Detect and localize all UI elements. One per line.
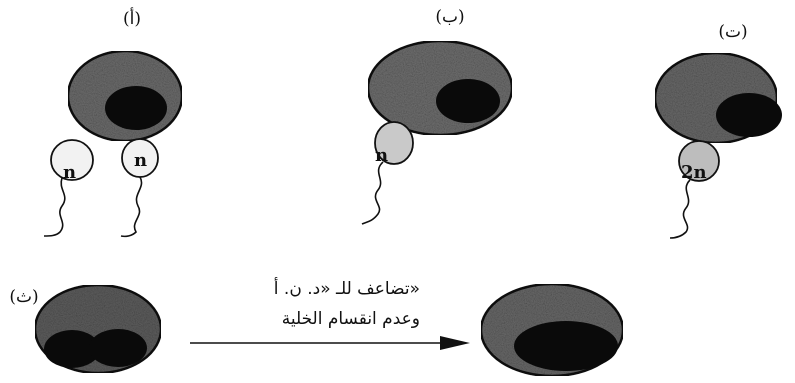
gamete-t-label: 2n xyxy=(681,162,707,183)
arrow-text-line1: تضاعف للـ «د. ن. أ» xyxy=(274,277,420,299)
gamete-a-right-label: n xyxy=(134,150,147,171)
nucleus-th-merged xyxy=(514,321,618,371)
flagellum-t xyxy=(669,179,691,239)
nucleus-a xyxy=(105,86,167,130)
arrow-head xyxy=(440,336,470,350)
panel-b: (ب) n xyxy=(361,7,514,225)
nucleus-th-right xyxy=(89,329,147,367)
flagellum-a-left xyxy=(43,177,66,237)
gamete-b-label: n xyxy=(375,145,388,166)
flagellum-b xyxy=(361,161,384,225)
gamete-t xyxy=(678,140,720,182)
gamete-a-left xyxy=(50,139,94,181)
panel-t: (ت) 2n xyxy=(653,22,782,239)
flagellum-a-right xyxy=(120,176,143,238)
panel-a: (أ) n n xyxy=(43,7,184,238)
nucleus-th-left xyxy=(44,330,100,368)
nucleus-b xyxy=(436,79,500,123)
label-a: (أ) xyxy=(123,7,141,29)
gamete-a-left-label: n xyxy=(63,162,76,183)
label-b: (ب) xyxy=(435,7,464,27)
arrow-text-line2: وعدم انقسام الخلية xyxy=(282,309,420,329)
panel-th: (ث) تضاعف للـ «د. ن. أ» وعدم انقسام الخل… xyxy=(9,277,625,378)
gamete-b xyxy=(374,121,414,165)
label-th: (ث) xyxy=(9,287,38,307)
nucleus-t xyxy=(716,93,782,137)
label-t: (ت) xyxy=(718,22,747,42)
